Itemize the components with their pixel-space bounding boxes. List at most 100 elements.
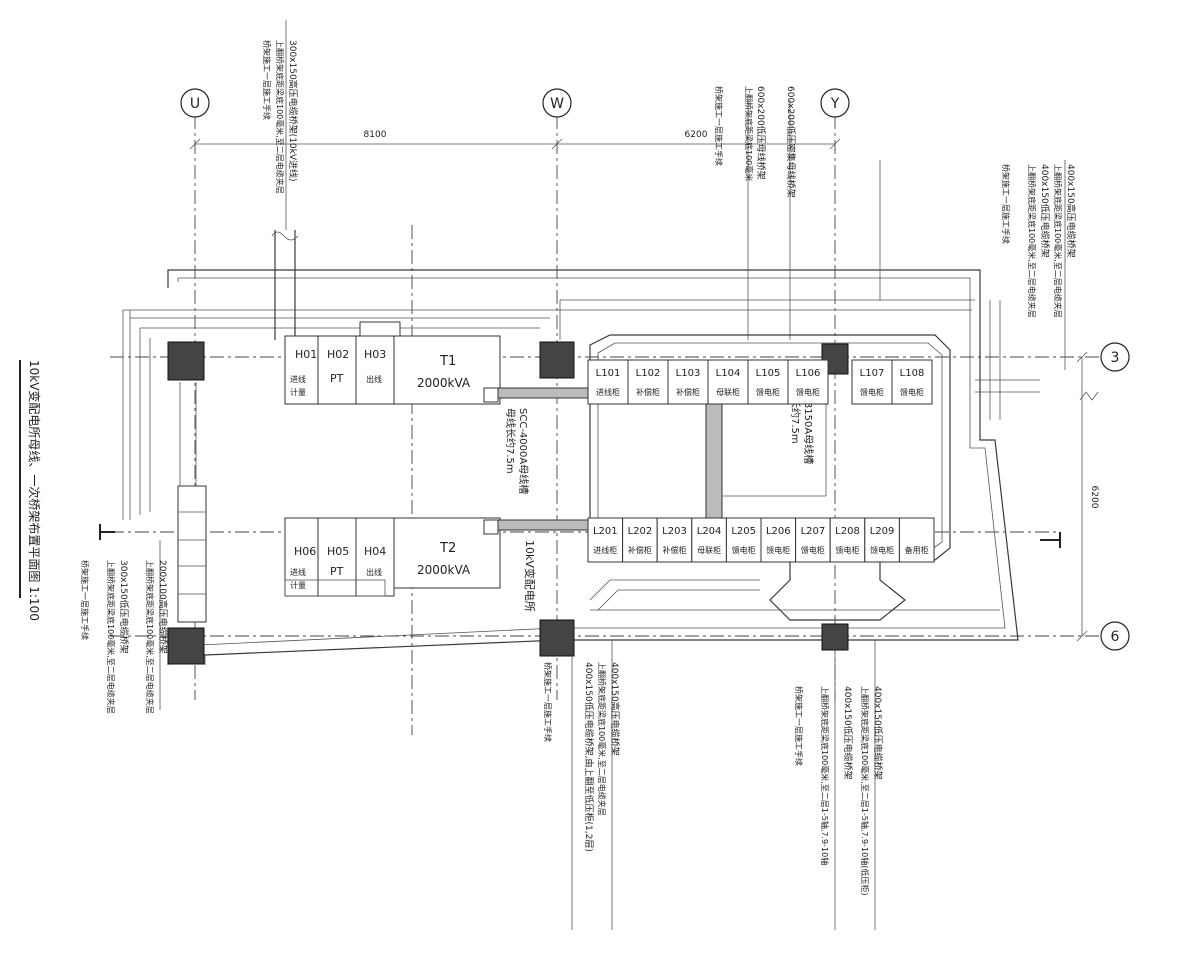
svg-text:400x150低压电缆桥架: 400x150低压电缆桥架 bbox=[1039, 164, 1051, 258]
svg-text:上翻桥架底距梁底100毫米,至二层电缆夹层: 上翻桥架底距梁底100毫米,至二层电缆夹层 bbox=[1027, 164, 1037, 318]
dim-6200: 6200 bbox=[685, 130, 708, 140]
lv-panel-row-bottom: L201 进线柜 L202 补偿柜 L203 补偿柜 L204 母联柜 L205 馈电柜 L206馈… bbox=[587, 517, 935, 563]
svg-text:300x150高压电缆桥架(10kV进线): 300x150高压电缆桥架(10kV进线) bbox=[287, 40, 299, 182]
svg-text:桥架施工一层施工手续: 桥架施工一层施工手续 bbox=[80, 560, 90, 640]
lv-panel-L102: L102 补偿柜 bbox=[627, 359, 669, 405]
lv-panel-name: 馈电柜 bbox=[860, 387, 884, 397]
dim-8100: 8100 bbox=[364, 130, 387, 140]
lv-panel-L205: L205 馈电柜 bbox=[725, 517, 762, 563]
dim-6200-right: 6200 bbox=[1089, 486, 1099, 509]
room-label: 10kV变配电所 bbox=[523, 540, 537, 612]
svg-text:400x150高压电缆桥架: 400x150高压电缆桥架 bbox=[1065, 164, 1077, 258]
svg-text:母线长约7.5m: 母线长约7.5m bbox=[504, 408, 517, 474]
svg-text:上翻桥架底距梁底100毫米: 上翻桥架底距梁底100毫米 bbox=[744, 86, 754, 181]
svg-text:400x150低压电缆桥架,由上翻至低压柜(1,2层): 400x150低压电缆桥架,由上翻至低压柜(1,2层) bbox=[583, 662, 595, 852]
left-side-panels bbox=[177, 382, 207, 623]
svg-text:6: 6 bbox=[1111, 629, 1120, 645]
dimension-right: 6200 bbox=[1076, 351, 1099, 642]
svg-text:600x200低压密集母线桥架: 600x200低压密集母线桥架 bbox=[785, 86, 797, 198]
busway-T1 bbox=[497, 387, 593, 399]
svg-text:上翻桥架底距梁底100毫米,至二层电缆夹层: 上翻桥架底距梁底100毫米,至二层电缆夹层 bbox=[106, 560, 116, 714]
svg-text:计量: 计量 bbox=[290, 580, 306, 590]
hv-panel-H05-name: PT bbox=[330, 565, 344, 578]
svg-text:桥架施工一层施工手续: 桥架施工一层施工手续 bbox=[543, 662, 553, 742]
transformer-T1 bbox=[393, 335, 501, 405]
busway-label-4000A: SCC-4000A母线槽 bbox=[517, 408, 530, 494]
lv-panel-name: 馈电柜 bbox=[756, 387, 780, 397]
lv-panel-name: 馈电柜 bbox=[732, 545, 756, 555]
note-bottom-mid: 400x150高压电缆桥架 上翻桥架底距梁底100毫米,至二层电缆夹层 400x… bbox=[543, 640, 621, 930]
lv-panel-L201: L201 进线柜 bbox=[587, 517, 624, 563]
lv-panel-L108: L108 馈电柜 bbox=[891, 359, 933, 405]
drawing-title: 10kV变配电所母线、一次桥架布置平面图 1:100 bbox=[19, 360, 42, 621]
lv-panel-id: L201 bbox=[593, 526, 618, 537]
lv-panel-name: 补偿柜 bbox=[636, 387, 660, 397]
lv-panel-name: 补偿柜 bbox=[676, 387, 700, 397]
hv-panel-H03-id: H03 bbox=[364, 348, 386, 361]
svg-text:上翻桥架底距梁底100毫米,至二层1-5轴,7.9-10轴: 上翻桥架底距梁底100毫米,至二层1-5轴,7.9-10轴 bbox=[820, 686, 830, 865]
lv-panel-L202: L202 补偿柜 bbox=[622, 517, 658, 563]
note-left-mid: 200x100高压电缆桥架 上翻桥架底距梁底100毫米,至二层电缆夹层 300x… bbox=[80, 540, 169, 714]
lv-panel-L207: L207 馈电柜 bbox=[795, 517, 831, 563]
lv-panel-id: L102 bbox=[636, 368, 661, 379]
lv-panel-name: 补偿柜 bbox=[663, 545, 687, 555]
transformer-T2-rating: 2000kVA bbox=[417, 563, 471, 577]
lv-panel-name: 馈电柜 bbox=[870, 545, 894, 555]
transformer-T2-id: T2 bbox=[439, 541, 456, 556]
lv-panel-name: 进线柜 bbox=[596, 387, 620, 397]
svg-text:400x150低压电缆桥架: 400x150低压电缆桥架 bbox=[872, 686, 884, 780]
svg-text:上翻桥架底距梁底100毫米,至二层电缆夹层: 上翻桥架底距梁底100毫米,至二层电缆夹层 bbox=[1053, 164, 1063, 318]
hv-panel-H02-name: PT bbox=[330, 372, 344, 385]
lv-panel-id: L104 bbox=[716, 368, 741, 379]
lv-panel-id: L202 bbox=[628, 526, 653, 537]
lv-panel-name: 母联柜 bbox=[697, 545, 721, 555]
lv-panel-name: 馈电柜 bbox=[796, 387, 820, 397]
svg-text:桥架施工一层施工手续: 桥架施工一层施工手续 bbox=[794, 686, 804, 766]
lv-panel-id: L204 bbox=[697, 526, 722, 537]
axis-bubble-6: 6 bbox=[1100, 621, 1130, 651]
svg-text:400x150高压电缆桥架: 400x150高压电缆桥架 bbox=[609, 662, 621, 756]
lv-panel-L107: L107 馈电柜 bbox=[851, 359, 893, 405]
lv-panel-name: 馈电柜 bbox=[900, 387, 924, 397]
lv-panel-id: L205 bbox=[731, 526, 756, 537]
svg-text:上翻桥架底距梁底100毫米,至二层电缆夹层: 上翻桥架底距梁底100毫米,至二层电缆夹层 bbox=[597, 662, 607, 816]
axis-bubble-Y: Y bbox=[820, 88, 850, 118]
svg-text:桥架施工一层施工手续: 桥架施工一层施工手续 bbox=[262, 40, 272, 120]
svg-text:进线: 进线 bbox=[290, 567, 306, 577]
hv-panel-H02-id: H02 bbox=[327, 348, 349, 361]
lv-panel-name: 进线柜 bbox=[593, 545, 617, 555]
svg-text:400x150低压电缆桥架: 400x150低压电缆桥架 bbox=[842, 686, 854, 780]
lv-panel-L106: L106 馈电柜 bbox=[787, 359, 829, 405]
note-top-center: 600x200低压密集母线桥架 600x200低压母线桥架 上翻桥架底距梁底10… bbox=[714, 86, 797, 198]
cable-trays bbox=[122, 100, 1099, 621]
lv-panel-id: L108 bbox=[900, 368, 925, 379]
svg-text:上翻桥架底距梁底100毫米,至二层1-5轴,7.9-10轴(: 上翻桥架底距梁底100毫米,至二层1-5轴,7.9-10轴(低压柜) bbox=[860, 686, 870, 895]
svg-text:200x100高压电缆桥架: 200x100高压电缆桥架 bbox=[157, 560, 169, 654]
lv-panel-name: 补偿柜 bbox=[628, 545, 652, 555]
hv-panel-H06-id: H06 bbox=[294, 545, 316, 558]
section-marker-left bbox=[99, 524, 115, 540]
lv-panel-L101: L101 进线柜 bbox=[587, 359, 629, 405]
hv-switchgear-row-top: H01 进线 计量 H02 PT H03 出线 T1 2000kVA bbox=[284, 321, 501, 405]
transformer-T2 bbox=[393, 517, 501, 589]
lv-panel-id: L106 bbox=[796, 368, 821, 379]
lv-panel-id: L203 bbox=[662, 526, 687, 537]
hv-panel-H01-id: H01 bbox=[295, 348, 317, 361]
svg-text:桥架施工一层施工手续: 桥架施工一层施工手续 bbox=[1001, 164, 1011, 244]
lv-panel-id: L207 bbox=[801, 526, 826, 537]
dimension-top: 8100 6200 bbox=[189, 130, 841, 150]
lv-panel-row-top: L101进线柜L102补偿柜L103补偿柜L104母联柜L105馈电柜L106馈… bbox=[587, 359, 933, 405]
lv-panel-name: 馈电柜 bbox=[836, 545, 860, 555]
hv-panel-H04-id: H04 bbox=[364, 545, 386, 558]
svg-text:Y: Y bbox=[830, 96, 840, 112]
lv-panel-id: L107 bbox=[860, 368, 885, 379]
note-bottom-right: 400x150低压电缆桥架 上翻桥架底距梁底100毫米,至二层1-5轴,7.9-… bbox=[794, 640, 884, 930]
lv-panel-name: 馈电柜 bbox=[801, 545, 825, 555]
axis-bubble-W: W bbox=[542, 88, 572, 118]
lv-panel-id: L101 bbox=[596, 368, 621, 379]
hv-panel-H05-id: H05 bbox=[327, 545, 349, 558]
